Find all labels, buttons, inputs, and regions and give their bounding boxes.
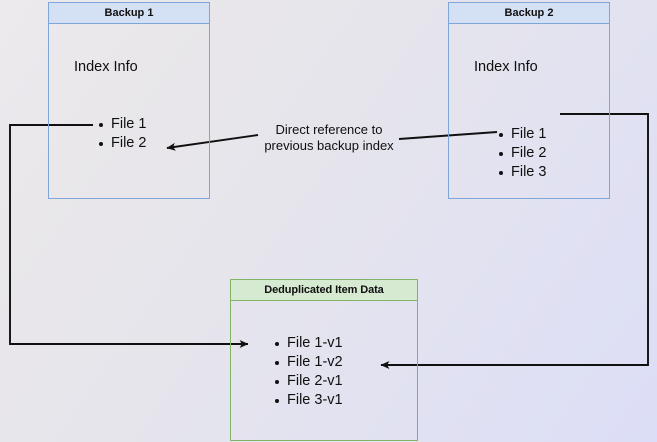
direct-reference-label-line-2: previous backup index bbox=[264, 138, 394, 153]
backup-1-index-info-label: Index Info bbox=[74, 59, 138, 75]
backup-2-index-info-label: Index Info bbox=[474, 59, 538, 75]
list-item: File 2 bbox=[497, 144, 546, 163]
backup-1-box[interactable]: Backup 1 Index Info File 1 File 2 bbox=[48, 2, 210, 199]
direct-reference-label-line-1: Direct reference to bbox=[275, 122, 383, 137]
list-item: File 1-v2 bbox=[273, 353, 343, 372]
list-item: File 3 bbox=[497, 163, 546, 182]
backup-1-file-list: File 1 File 2 bbox=[97, 115, 146, 153]
backup-2-file-list: File 1 File 2 File 3 bbox=[497, 125, 546, 182]
list-item: File 2-v1 bbox=[273, 372, 343, 391]
list-item: File 1 bbox=[97, 115, 146, 134]
list-item: File 3-v1 bbox=[273, 391, 343, 410]
list-item: File 1 bbox=[497, 125, 546, 144]
deduplicated-item-data-box[interactable]: Deduplicated Item Data File 1-v1 File 1-… bbox=[230, 279, 418, 441]
backup-2-body: Index Info File 1 File 2 File 3 bbox=[449, 24, 609, 198]
deduplicated-item-data-body: File 1-v1 File 1-v2 File 2-v1 File 3-v1 bbox=[231, 301, 417, 440]
deduplicated-item-data-header: Deduplicated Item Data bbox=[231, 280, 417, 301]
direct-reference-label: Direct reference to previous backup inde… bbox=[246, 122, 412, 154]
backup-2-header: Backup 2 bbox=[449, 3, 609, 24]
backup-2-box[interactable]: Backup 2 Index Info File 1 File 2 File 3 bbox=[448, 2, 610, 199]
backup-1-body: Index Info File 1 File 2 bbox=[49, 24, 209, 198]
deduplicated-file-list: File 1-v1 File 1-v2 File 2-v1 File 3-v1 bbox=[273, 334, 343, 410]
backup-1-header: Backup 1 bbox=[49, 3, 209, 24]
list-item: File 1-v1 bbox=[273, 334, 343, 353]
list-item: File 2 bbox=[97, 134, 146, 153]
